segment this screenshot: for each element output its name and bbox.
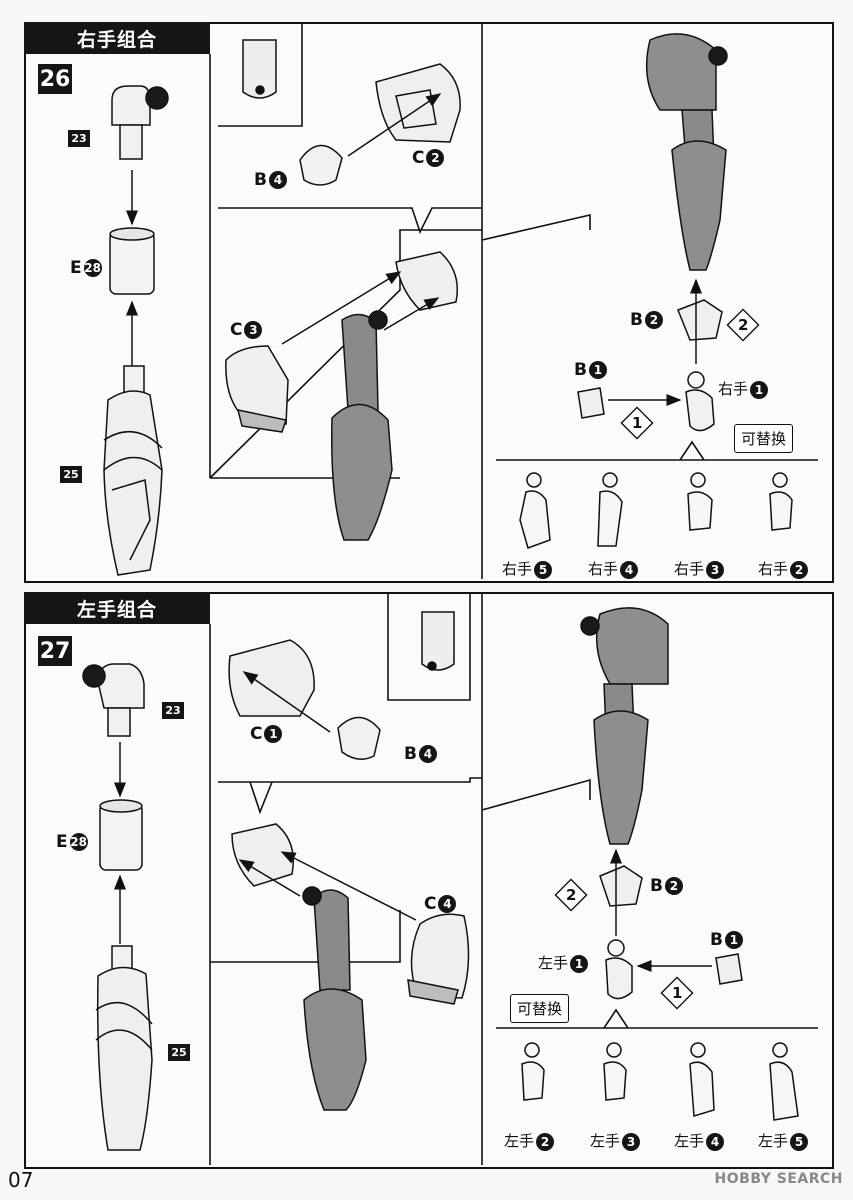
part-badge: 4	[438, 895, 457, 913]
alt-hand-badge: 2	[790, 560, 809, 579]
hand-label-badge: 1	[750, 380, 769, 399]
alt-hand-text: 右手	[502, 560, 533, 578]
watermark: HOBBY SEARCH	[714, 1171, 843, 1187]
step-marker-2: 2	[738, 316, 749, 334]
swappable-box: 可替换	[510, 994, 570, 1023]
hand-label-text: 左手	[538, 954, 569, 972]
part-tag-head: 23	[68, 130, 90, 147]
page-number: 07	[8, 1168, 34, 1192]
alt-hand-text: 左手	[674, 1132, 705, 1150]
alt-hand-text: 右手	[588, 560, 619, 578]
part-badge: 3	[244, 321, 263, 339]
section-title-left-hand: 左手组合	[24, 592, 210, 624]
part-badge: 28	[69, 833, 88, 851]
step-marker-1: 1	[632, 414, 643, 432]
part-badge: 4	[418, 745, 437, 763]
alt-hand-text: 右手	[674, 560, 705, 578]
part-letter: B	[404, 744, 417, 764]
part-letter: B	[630, 310, 643, 330]
step-number-26: 26	[38, 64, 72, 94]
part-badge: 2	[644, 311, 663, 329]
alt-hand-badge: 3	[622, 1132, 641, 1151]
part-letter: B	[574, 360, 587, 380]
part-letter: C	[230, 320, 243, 340]
alt-hand-text: 左手	[758, 1132, 789, 1150]
alt-hand-badge: 3	[706, 560, 725, 579]
part-letter: C	[412, 148, 425, 168]
part-letter: E	[70, 258, 82, 278]
part-badge: 4	[268, 171, 287, 189]
step-marker-2: 2	[566, 886, 577, 904]
part-letter: B	[710, 930, 723, 950]
part-badge: 2	[426, 149, 445, 167]
alt-hand-badge: 5	[534, 560, 553, 579]
part-badge: 2	[664, 877, 683, 895]
step-number-27: 27	[38, 636, 72, 666]
part-badge: 1	[264, 725, 283, 743]
part-badge: 1	[588, 361, 607, 379]
alt-hand-badge: 4	[706, 1132, 725, 1151]
part-letter: C	[424, 894, 437, 914]
alt-hand-text: 左手	[504, 1132, 535, 1150]
part-letter: B	[650, 876, 663, 896]
alt-hand-text: 右手	[758, 560, 789, 578]
alt-hand-badge: 5	[790, 1132, 809, 1151]
part-badge: 1	[724, 931, 743, 949]
part-letter: C	[250, 724, 263, 744]
section-title-right-hand: 右手组合	[24, 22, 210, 54]
part-tag-leg: 25	[168, 1044, 190, 1061]
part-letter: E	[56, 832, 68, 852]
part-letter: B	[254, 170, 267, 190]
step-marker-1: 1	[672, 984, 683, 1002]
swappable-box: 可替换	[734, 424, 794, 453]
hand-label-text: 右手	[718, 380, 749, 398]
part-tag-head: 23	[162, 702, 184, 719]
part-tag-leg: 25	[60, 466, 82, 483]
alt-hand-text: 左手	[590, 1132, 621, 1150]
part-badge: 28	[83, 259, 102, 277]
hand-label-badge: 1	[570, 954, 589, 973]
alt-hand-badge: 4	[620, 560, 639, 579]
alt-hand-badge: 2	[536, 1132, 555, 1151]
